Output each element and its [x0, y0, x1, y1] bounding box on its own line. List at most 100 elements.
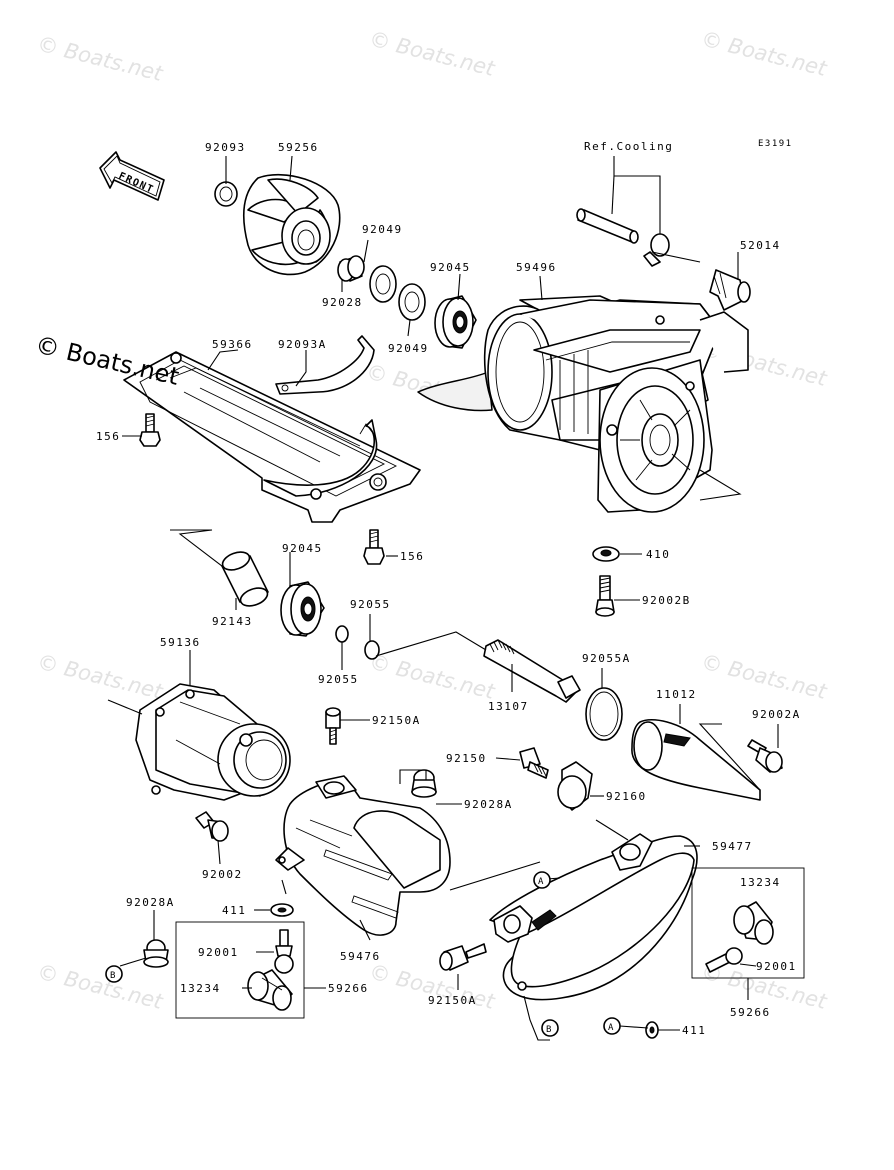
part-label: 92160 [606, 790, 647, 803]
part-label: 92001 [198, 946, 239, 959]
callout-B-lower: B [541, 1019, 559, 1037]
washer-410 [592, 546, 620, 562]
callout-A-upper: A [533, 871, 551, 889]
part-label: 59266 [730, 1006, 771, 1019]
part-label: 92002B [642, 594, 691, 607]
callout-B-left: B [105, 965, 123, 983]
kit-box-59266-a [175, 921, 305, 1019]
front-arrow-icon: FRONT [99, 151, 165, 201]
shim-92093A [275, 335, 375, 395]
part-label: 92150 [446, 752, 487, 765]
part-label: 92045 [282, 542, 323, 555]
part-label: 92093A [278, 338, 327, 351]
part-label: 92045 [430, 261, 471, 274]
washer-92093 [214, 181, 238, 207]
svg-text:B: B [110, 971, 115, 981]
part-label: 59136 [160, 636, 201, 649]
part-label: 59266 [328, 982, 369, 995]
part-label: 410 [646, 548, 670, 561]
bolt-92002A [747, 739, 783, 773]
rubber-92160 [557, 761, 593, 811]
part-label: 13234 [740, 876, 781, 889]
part-label: 59496 [516, 261, 557, 274]
bolt-156-b [363, 529, 385, 565]
part-label: 59256 [278, 141, 319, 154]
shaft-13107 [483, 639, 581, 703]
cap-11012 [631, 718, 761, 801]
impeller-part [242, 174, 341, 276]
joint-13234-b [733, 901, 774, 945]
part-label: 92093 [205, 141, 246, 154]
part-label: 411 [222, 904, 246, 917]
bolt-92150 [519, 747, 549, 779]
oring-92055-b [364, 640, 380, 660]
part-label: 13234 [180, 982, 221, 995]
nozzle-59136 [135, 683, 291, 801]
part-label: 92055 [318, 673, 359, 686]
washer-411-b [645, 1021, 659, 1039]
deflector-59477 [489, 833, 698, 1001]
part-label: 92002A [752, 708, 801, 721]
bushing-92028A-a [411, 769, 437, 798]
part-label: 156 [96, 430, 120, 443]
bearing-92045-a [434, 295, 477, 349]
ball-joint-92001-b [705, 947, 743, 973]
part-label: 92028 [322, 296, 363, 309]
bearing-92045-b [280, 581, 325, 637]
bolt-92150A-b [439, 943, 487, 971]
bolt-92002B [595, 575, 615, 617]
part-label: 92055A [582, 652, 631, 665]
pump-case [417, 295, 749, 513]
oring-92055A [585, 687, 623, 741]
watermark: © Boats.net [35, 650, 166, 704]
watermark: © Boats.net [35, 32, 166, 86]
leader-lines [107, 155, 779, 1041]
part-label: 156 [400, 550, 424, 563]
bolt-92150A-a [325, 707, 341, 745]
part-label: 13107 [488, 700, 529, 713]
washer-411-a [270, 903, 294, 917]
watermark: © Boats.net [367, 27, 498, 81]
watermark-main: © Boats.net [33, 331, 182, 391]
diagram-code: E3191 [758, 139, 793, 149]
part-label: 92049 [362, 223, 403, 236]
ref-cooling-label: Ref.Cooling [584, 140, 673, 153]
part-label: 92028A [126, 896, 175, 909]
part-label: 92002 [202, 868, 243, 881]
plate-59366 [123, 351, 421, 523]
part-label: 92055 [350, 598, 391, 611]
part-label: 411 [682, 1024, 706, 1037]
sleeve-92028 [337, 255, 365, 282]
watermark: © Boats.net [699, 27, 830, 81]
watermark: © Boats.net [699, 650, 830, 704]
ball-joint-92001-a [274, 929, 294, 974]
part-label: 59477 [712, 840, 753, 853]
collar-92143 [221, 551, 269, 607]
cooling-hose [576, 208, 639, 244]
svg-text:B: B [546, 1025, 551, 1035]
watermark: © Boats.net [367, 650, 498, 704]
joint-13234-a [247, 969, 293, 1011]
part-label: 92049 [388, 342, 429, 355]
part-label: 92028A [464, 798, 513, 811]
bolt-156-a [139, 413, 161, 447]
part-label: 92150A [428, 994, 477, 1007]
seal-92049-a [369, 265, 397, 303]
oring-92055-a [335, 625, 349, 643]
watermark: © Boats.net [35, 960, 166, 1014]
part-label: 92001 [756, 960, 797, 973]
part-label: 52014 [740, 239, 781, 252]
part-label: 11012 [656, 688, 697, 701]
part-labels: 92093 59256 Ref.Cooling 92049 92045 5949… [96, 140, 801, 1037]
seal-92049-b [398, 283, 426, 321]
bolt-92002 [195, 811, 229, 842]
part-label: 59476 [340, 950, 381, 963]
nipple-52014 [709, 269, 751, 311]
part-label: 59366 [212, 338, 253, 351]
svg-text:A: A [608, 1023, 614, 1033]
part-label: 92150A [372, 714, 421, 727]
svg-text:A: A [538, 877, 544, 887]
deflector-59476 [275, 775, 451, 936]
part-label: 92143 [212, 615, 253, 628]
